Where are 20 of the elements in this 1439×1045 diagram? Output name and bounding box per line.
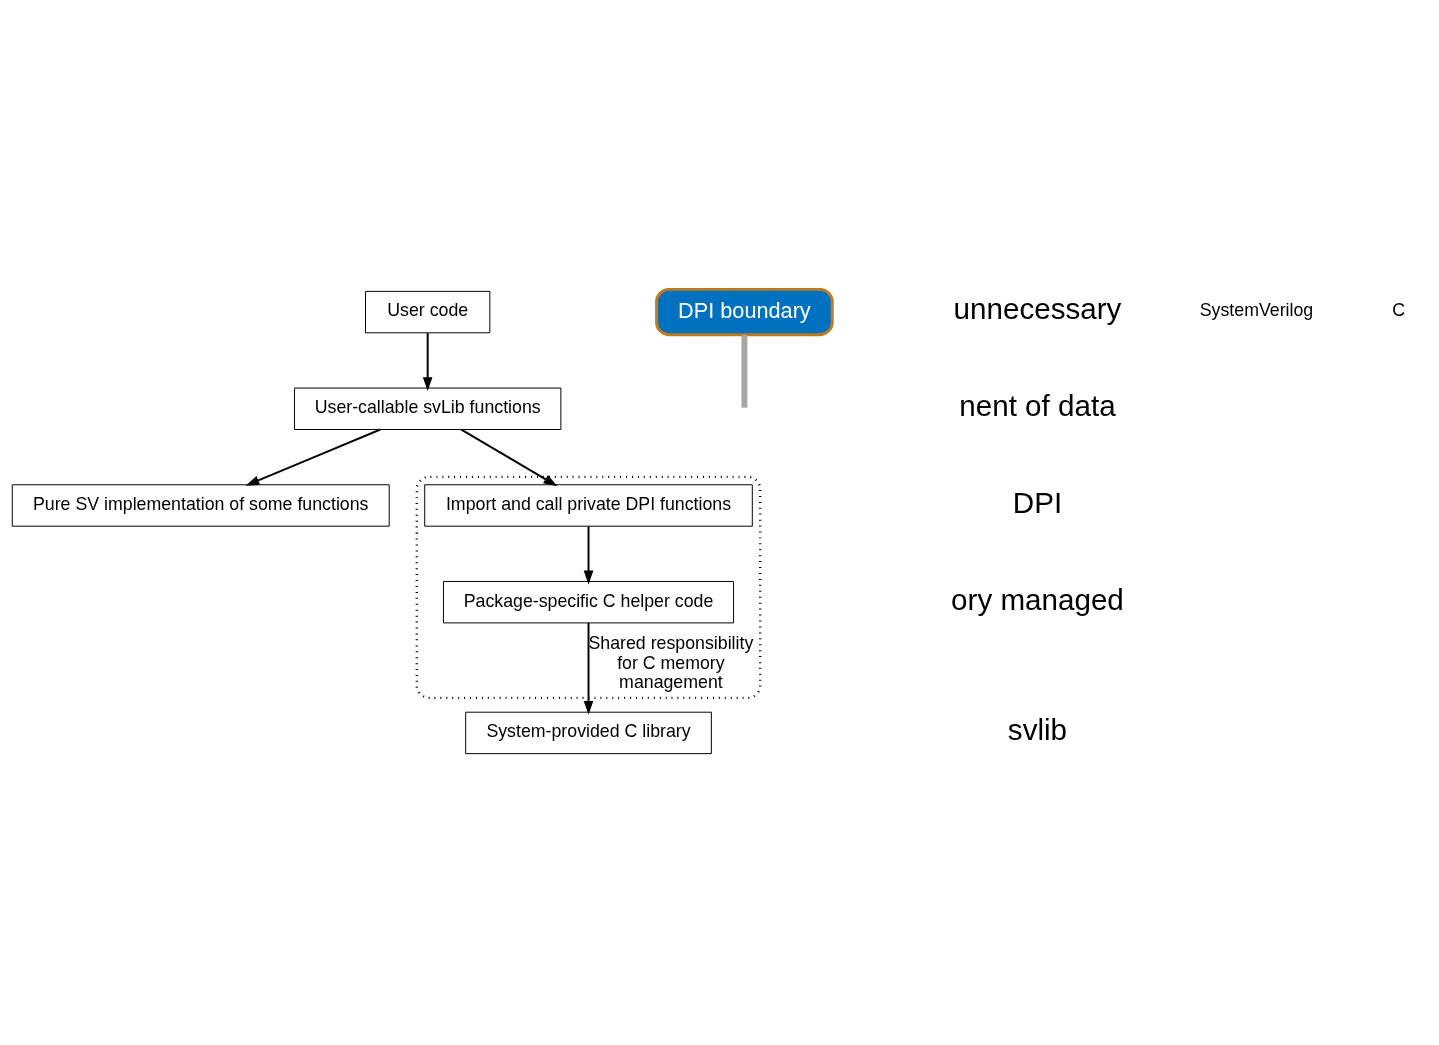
label: unnecessary [953,292,1122,326]
arrow [422,332,433,392]
node-box: Package-specific C helper code [442,580,735,624]
node-box: Import and call private DPI functions [424,484,753,527]
node-box: Pure SV implementation of some functions [11,484,390,527]
label: svlib [1007,713,1068,747]
node-box: System-provided C library [465,711,712,755]
connector [741,335,748,408]
node-box: User-callable svLib functions [293,387,562,430]
node-box: DPI boundary [655,287,834,337]
label: ory managed [951,582,1124,616]
arrow [460,428,558,487]
label: SystemVerilog [1199,300,1314,321]
label: C [1392,300,1406,321]
label: nent of data [959,389,1116,423]
arrow [583,622,594,715]
arrow [245,428,382,486]
label: DPI [1012,485,1063,519]
node-box: User code [365,290,491,334]
arrow [583,525,594,585]
